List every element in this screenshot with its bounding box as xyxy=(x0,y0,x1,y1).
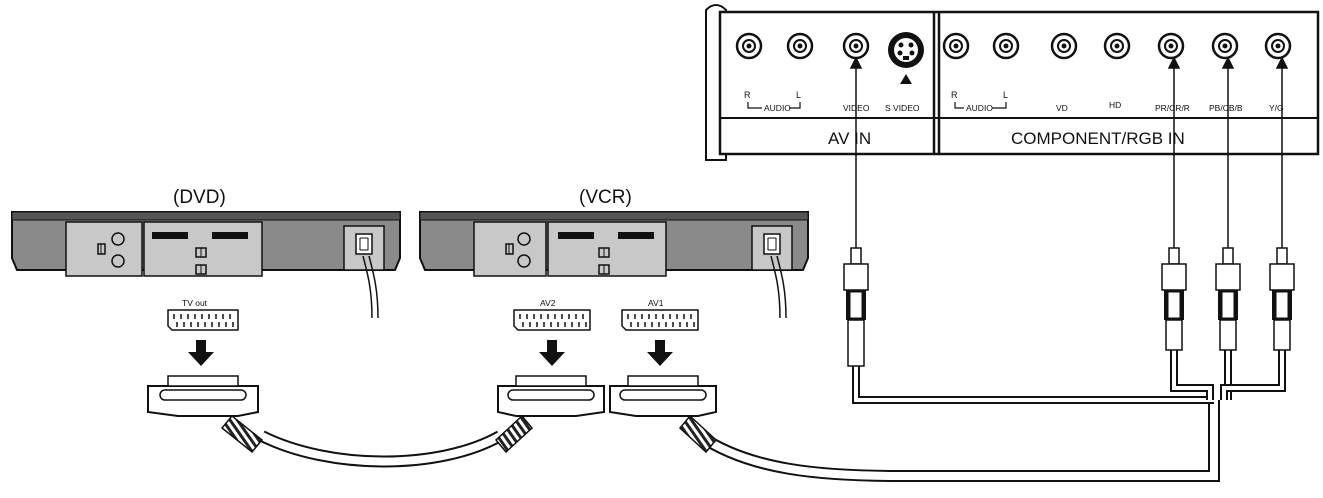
scart-plug-dvd xyxy=(147,375,264,454)
jack-av-video xyxy=(842,32,870,60)
comp-jack-r-label: R xyxy=(951,90,958,100)
component-section-label: COMPONENT/RGB IN xyxy=(1011,129,1185,148)
av-in-jacks xyxy=(735,32,924,84)
jack-vd xyxy=(1050,32,1078,60)
arrow-up-icon xyxy=(1221,56,1235,69)
vcr: (VCR) xyxy=(419,187,809,319)
scart-cable-dvd-vcr xyxy=(259,430,503,468)
av1-label: AV1 xyxy=(648,298,664,308)
component-jacks xyxy=(942,32,1292,60)
arrow-up-icon xyxy=(1275,56,1289,69)
pb-label: PB/CB/B xyxy=(1209,103,1243,113)
dvd-label: (DVD) xyxy=(173,187,226,208)
arrow-up-icon xyxy=(849,56,863,69)
tv-out-label: TV out xyxy=(182,298,208,308)
arrow-up-icon xyxy=(1167,56,1181,69)
jack-s-video xyxy=(888,32,924,84)
hd-label: HD xyxy=(1109,100,1121,110)
av-jack-r-label: R xyxy=(744,90,751,100)
av-jack-l-label: L xyxy=(796,90,801,100)
jack-y xyxy=(1264,32,1292,60)
rca-cables xyxy=(852,348,1286,404)
component-labels: R L AUDIO VD HD PR/CR/R PB/CB/B Y/G COMP… xyxy=(951,90,1284,148)
rca-plug-video xyxy=(843,247,869,367)
arrow-down-icon xyxy=(647,340,673,366)
y-label: Y/G xyxy=(1269,103,1284,113)
rca-plug-pr xyxy=(1161,247,1187,351)
jack-hd xyxy=(1103,32,1131,60)
arrow-down-icon xyxy=(539,340,565,366)
arrow-down-icon xyxy=(188,340,214,366)
connection-arrows xyxy=(849,56,1289,248)
jack-pr xyxy=(1157,32,1185,60)
dvd-player: (DVD) xyxy=(11,187,401,319)
rca-plug-y xyxy=(1269,247,1295,351)
vcr-label: (VCR) xyxy=(579,187,632,208)
comp-jack-l-label: L xyxy=(1003,90,1008,100)
pr-label: PR/CR/R xyxy=(1155,103,1190,113)
av-audio-label: AUDIO xyxy=(764,103,791,113)
jack-comp-audio-l xyxy=(992,32,1020,60)
jack-av-audio-r xyxy=(735,32,763,60)
jack-av-audio-l xyxy=(786,32,814,60)
scart-cable-vcr-tv xyxy=(696,400,1220,482)
av-in-section-label: AV IN xyxy=(828,129,871,148)
scart-plug-vcr-av2 xyxy=(494,375,605,454)
rca-plug-pb xyxy=(1215,247,1241,351)
av2-label: AV2 xyxy=(540,298,556,308)
av-svideo-label: S VIDEO xyxy=(885,103,920,113)
scart-plug-vcr-av1 xyxy=(609,375,718,454)
vd-label: VD xyxy=(1056,103,1068,113)
scart-socket-tv-out: TV out xyxy=(167,298,239,366)
scart-socket-av2: AV2 xyxy=(513,298,591,366)
jack-pb xyxy=(1211,32,1239,60)
jack-comp-audio-r xyxy=(942,32,970,60)
scart-socket-av1: AV1 xyxy=(621,298,699,366)
comp-audio-label: AUDIO xyxy=(966,103,993,113)
